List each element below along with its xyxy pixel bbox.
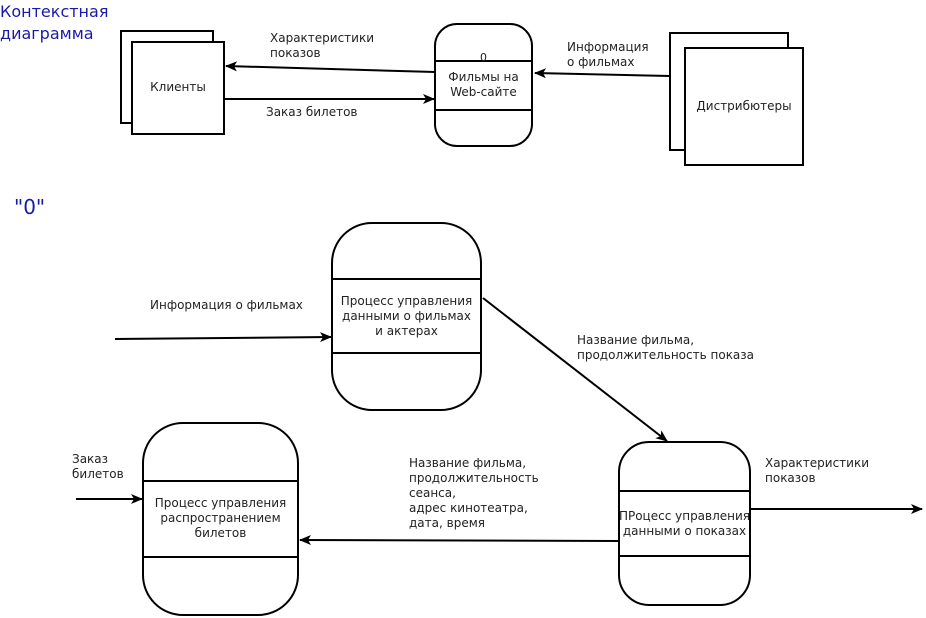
flow-order-label: Заказ билетов — [266, 105, 358, 119]
process-shows[interactable] — [618, 441, 751, 606]
process-films-on-website[interactable] — [434, 23, 533, 147]
process-number: 0 — [480, 51, 487, 64]
entity-clients[interactable] — [120, 30, 225, 135]
flow-session-details-arrow — [299, 535, 620, 546]
flow-name-duration-label: Название фильма, продолжительность показ… — [577, 333, 755, 362]
process-tickets[interactable] — [142, 422, 299, 616]
entity-clients-label: Клиенты — [150, 80, 206, 94]
flow-film-info-label: Информация о фильмах — [567, 40, 649, 69]
flow-name-duration-arrow — [482, 297, 668, 442]
flow-session-details-label: Название фильма, продолжительность сеанс… — [409, 456, 539, 530]
flow-characteristics-label: Характеристики показов — [270, 31, 375, 60]
flow-film-info-arrow — [534, 68, 671, 79]
flow-characteristics-arrow — [225, 61, 436, 73]
context-diagram-title: Контекстная диаграмма — [0, 2, 109, 43]
level0-diagram-title: "0" — [14, 195, 46, 219]
flow-ticket-order-label: Заказ билетов — [72, 452, 124, 481]
process-films-on-website-label: Фильмы на Web-сайте — [448, 70, 519, 99]
entity-distributors[interactable] — [669, 32, 804, 166]
process-tickets-label: Процесс управления распространением биле… — [154, 496, 287, 540]
flow-film-info-in-arrow — [114, 332, 332, 343]
process-shows-label: ПРоцесс управления данными о показах — [618, 509, 751, 538]
flow-film-info-in-label: Информация о фильмах — [150, 298, 303, 312]
flow-show-characteristics-label: Характеристики показов — [765, 456, 870, 485]
process-film-data-label: Процесс управления данными о фильмах и а… — [340, 294, 473, 338]
entity-distributors-label: Дистрибютеры — [696, 99, 792, 113]
process-film-data[interactable] — [331, 222, 482, 411]
